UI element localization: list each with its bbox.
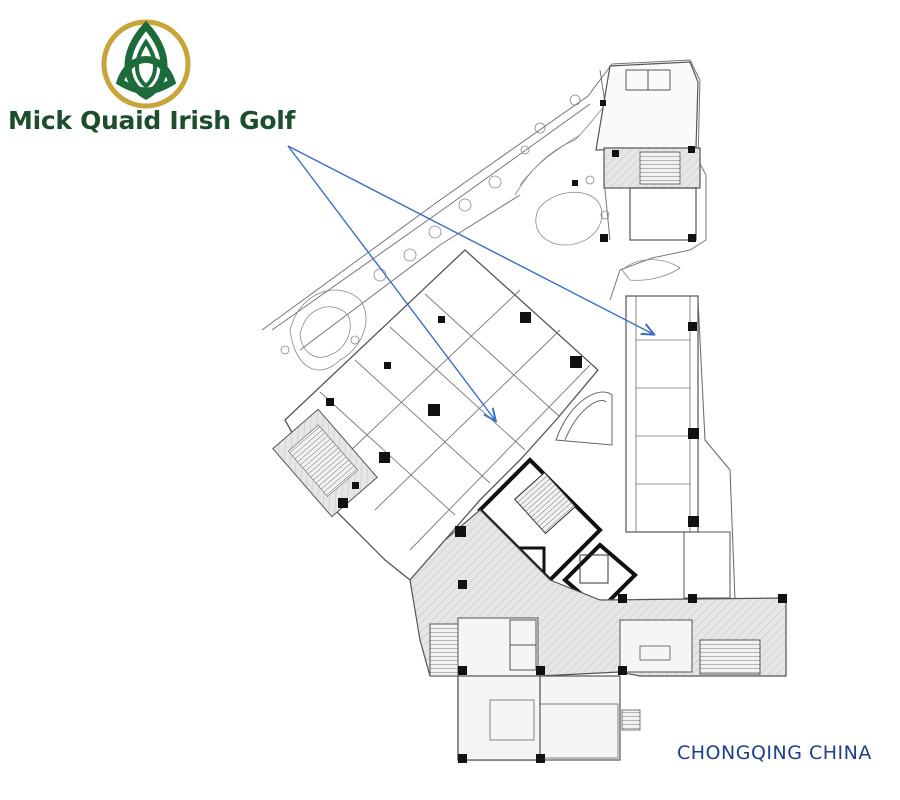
pointer-arrows [287, 145, 653, 420]
pointer-arrow-corridor [287, 145, 653, 334]
right-corridor [625, 295, 736, 601]
main-wing [272, 249, 599, 581]
top-building [595, 61, 701, 241]
curved-wall [555, 391, 613, 446]
celtic-knot-logo-icon [101, 19, 191, 109]
brand-name: Mick Quaid Irish Golf [8, 106, 296, 135]
brand-logo: Mick Quaid Irish Golf [0, 0, 300, 150]
pointer-arrow-main-wing [287, 145, 495, 420]
lower-podium [409, 509, 787, 761]
structural-columns [326, 100, 787, 763]
location-label: CHONGQING CHINA [677, 742, 872, 764]
garden-landscaping [280, 94, 681, 371]
